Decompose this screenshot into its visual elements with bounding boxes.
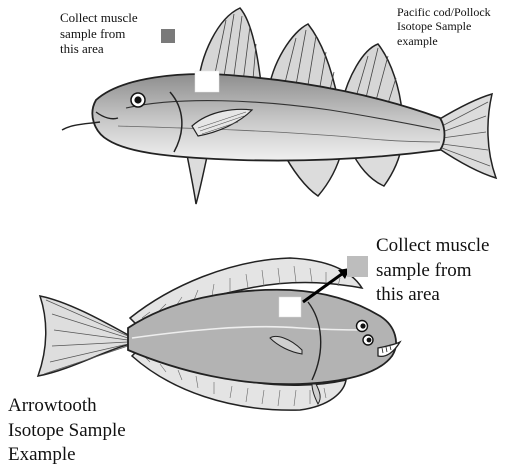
flatfish-collect-sample-label: Collect muscle sample from this area — [376, 234, 489, 308]
arrowtooth-flounder-fish — [38, 256, 400, 410]
flatfish-sample-marker — [347, 256, 368, 277]
cod-sample-marker — [161, 29, 175, 43]
flatfish-tail-fin — [38, 296, 130, 376]
cod-collect-sample-label: Collect muscle sample from this area — [60, 10, 138, 57]
cod-species-title: Pacific cod/Pollock Isotope Sample examp… — [397, 5, 491, 48]
flatfish-sample-patch — [279, 297, 301, 317]
cod-sample-patch — [195, 71, 219, 92]
flatfish-species-title: Arrowtooth Isotope Sample Example — [8, 394, 126, 468]
